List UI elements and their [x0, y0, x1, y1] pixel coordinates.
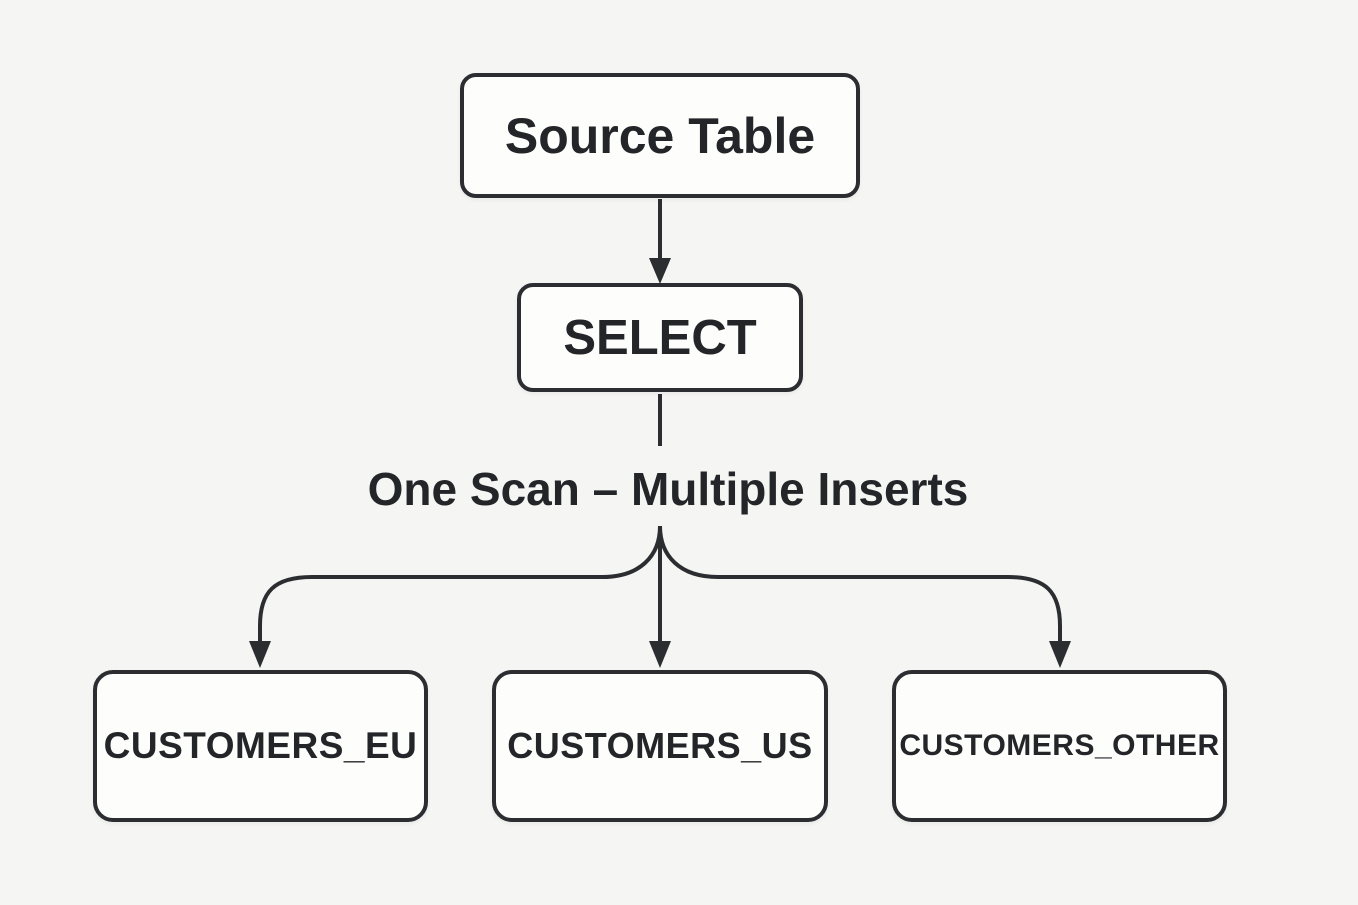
node-customers-other: CUSTOMERS_OTHER [892, 670, 1227, 822]
node-source-table: Source Table [460, 73, 860, 198]
node-customers-other-label: CUSTOMERS_OTHER [899, 729, 1220, 762]
arrow-down-icon [649, 641, 671, 668]
annotation-one-scan-multiple-inserts: One Scan – Multiple Inserts [0, 462, 1336, 516]
node-customers-eu-label: CUSTOMERS_EU [103, 725, 418, 766]
node-select-label: SELECT [563, 310, 757, 365]
node-source-table-label: Source Table [504, 107, 816, 164]
arrow-down-icon [649, 258, 671, 284]
node-customers-us-label: CUSTOMERS_US [507, 725, 813, 766]
annotation-label: One Scan – Multiple Inserts [367, 463, 969, 515]
node-customers-us: CUSTOMERS_US [492, 670, 828, 822]
arrow-down-icon [1049, 641, 1071, 668]
arrow-down-icon [249, 641, 271, 668]
edge-fork-right [658, 525, 1062, 642]
edge-fork-left [258, 525, 662, 642]
node-customers-eu: CUSTOMERS_EU [93, 670, 428, 822]
node-select: SELECT [517, 283, 803, 392]
